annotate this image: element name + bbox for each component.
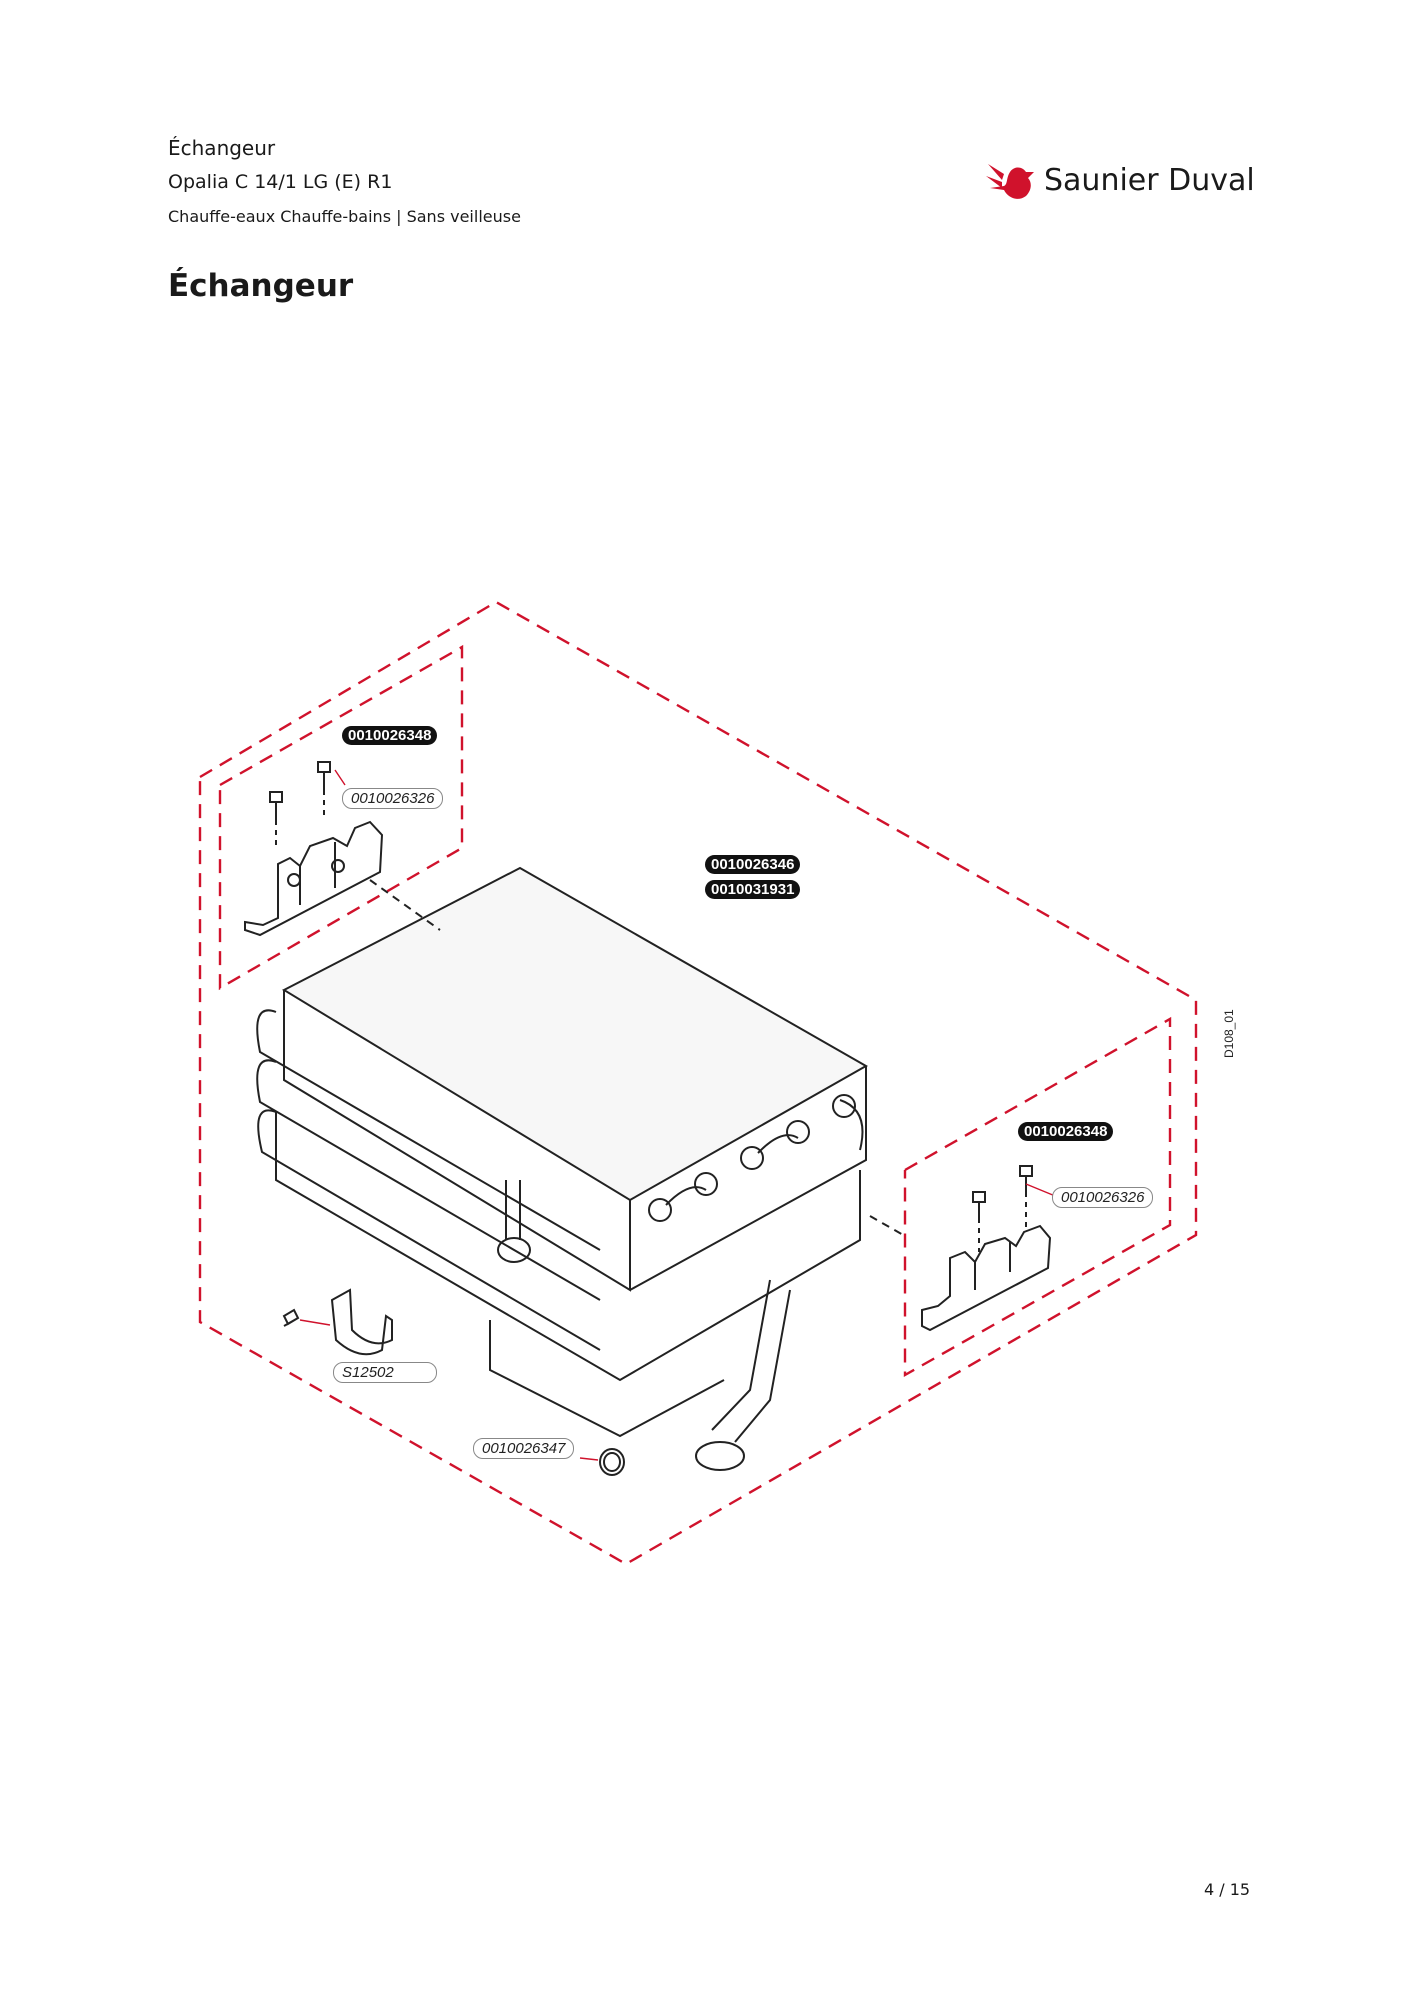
part-label-bracket-right[interactable]: 0010026348	[1018, 1122, 1114, 1141]
page-number: 4 / 15	[1204, 1880, 1251, 1899]
part-label-screw-right[interactable]: 0010026326	[1052, 1187, 1154, 1208]
exchanger-fins	[281, 866, 869, 1202]
right-bracket	[921, 1224, 1052, 1332]
outer-boundary	[198, 600, 1198, 1566]
part-label-clip[interactable]: S12502	[333, 1362, 437, 1383]
left-screw-b	[317, 761, 331, 790]
header-category: Chauffe-eaux Chauffe-bains | Sans veille…	[168, 207, 521, 226]
part-label-bracket-left[interactable]: 0010026348	[342, 726, 438, 745]
part-label-screw-left[interactable]: 0010026326	[342, 788, 444, 809]
left-bracket	[244, 820, 384, 937]
header-model: Opalia C 14/1 LG (E) R1	[168, 171, 393, 193]
right-screw-b	[1019, 1165, 1033, 1192]
left-inset-boundary	[218, 644, 464, 991]
brand-logo: Saunier Duval	[982, 158, 1255, 206]
left-screw-a	[269, 791, 283, 820]
seal-ring	[599, 1448, 625, 1476]
section-title: Échangeur	[168, 268, 354, 304]
clip	[330, 1288, 393, 1356]
clip-screw	[282, 1308, 300, 1327]
right-inset-boundary	[903, 1016, 1172, 1378]
part-label-exchanger-1[interactable]: 0010026346	[705, 855, 801, 874]
part-label-seal[interactable]: 0010026347	[473, 1438, 575, 1459]
header-title: Échangeur	[168, 136, 276, 160]
part-label-exchanger-2[interactable]: 0010031931	[705, 880, 801, 899]
diagram-reference-code: D108_01	[1222, 1009, 1236, 1058]
bird-icon	[986, 164, 1034, 199]
right-screw-a	[972, 1191, 986, 1218]
outlet-pipe	[711, 1279, 791, 1443]
brand-name: Saunier Duval	[1044, 163, 1255, 198]
